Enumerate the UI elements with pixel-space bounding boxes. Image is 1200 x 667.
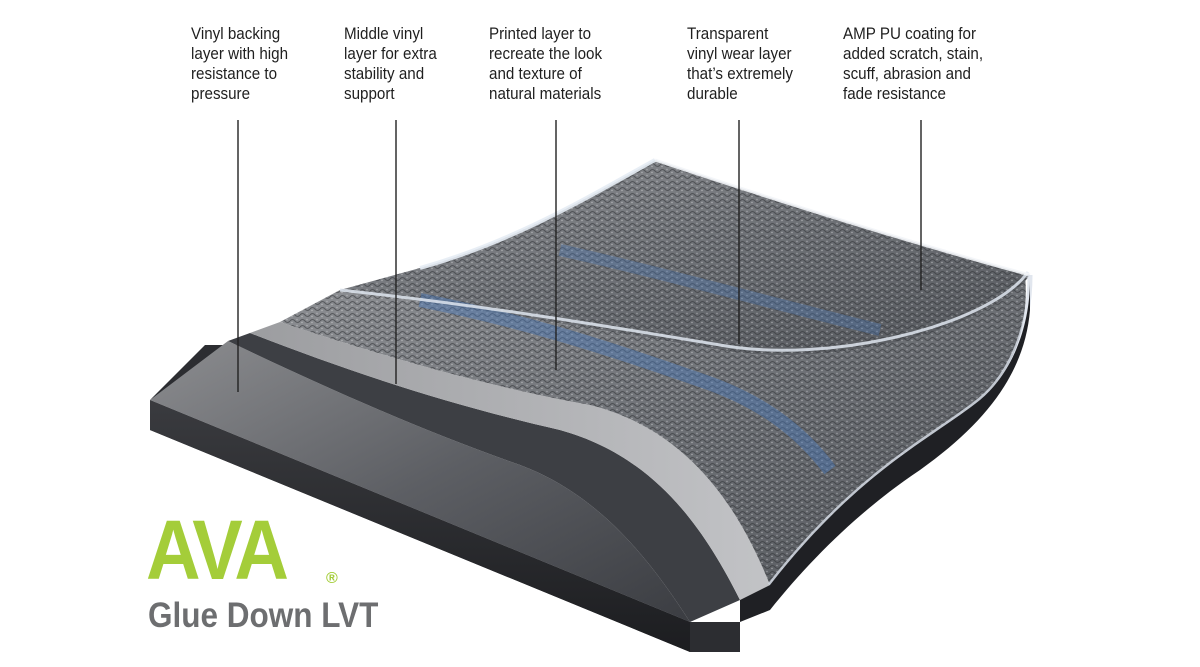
- pattern-blue-stripe: [558, 244, 882, 336]
- middle-vinyl-dark-band: [228, 333, 740, 622]
- callout-line: stability and: [344, 65, 425, 83]
- callout-line: durable: [687, 85, 738, 103]
- brand-name: AVA: [146, 503, 289, 597]
- vinyl-backing-layer: [150, 341, 690, 622]
- middle-vinyl-layer: [250, 322, 770, 600]
- callout-line: layer for extra: [344, 45, 437, 63]
- callout-vinyl-backing: Vinyl backing layer with high resistance…: [191, 24, 288, 104]
- callout-line: AMP PU coating for: [843, 25, 977, 43]
- callout-wear-layer: Transparent vinyl wear layer that’s extr…: [687, 24, 793, 104]
- base-slab-front-face: [150, 400, 690, 652]
- callout-line: Vinyl backing: [191, 25, 281, 43]
- callout-line: layer with high: [191, 45, 289, 63]
- callout-pu-coating: AMP PU coating for added scratch, stain,…: [843, 24, 983, 104]
- transparent-wear-layer-edge: [419, 158, 656, 270]
- callout-line: recreate the look: [489, 45, 603, 63]
- callout-middle-vinyl: Middle vinyl layer for extra stability a…: [344, 24, 437, 104]
- registered-mark: ®: [326, 570, 338, 587]
- callout-line: support: [344, 85, 395, 103]
- callout-line: Printed layer to: [489, 25, 592, 43]
- callout-line: Middle vinyl: [344, 25, 424, 43]
- callout-line: vinyl wear layer: [687, 45, 792, 63]
- product-name: Glue Down LVT: [148, 596, 379, 635]
- pattern-blue-stripe: [418, 293, 836, 475]
- transparent-wear-layer-edge: [339, 271, 1030, 352]
- callout-line: natural materials: [489, 85, 602, 103]
- wear-layer-curl-texture: [340, 160, 1030, 356]
- callout-line: resistance to: [191, 65, 278, 83]
- callout-line: that’s extremely: [687, 65, 794, 83]
- callout-line: fade resistance: [843, 85, 946, 103]
- callout-line: pressure: [191, 85, 251, 103]
- callout-line: and texture of: [489, 65, 582, 83]
- callout-line: Transparent: [687, 25, 769, 43]
- callout-line: added scratch, stain,: [843, 45, 984, 63]
- transparent-wear-layer-rim: [740, 280, 1030, 622]
- pu-coating-edge: [654, 158, 1031, 277]
- callout-printed-layer: Printed layer to recreate the look and t…: [489, 24, 602, 104]
- callout-line: scuff, abrasion and: [843, 65, 971, 83]
